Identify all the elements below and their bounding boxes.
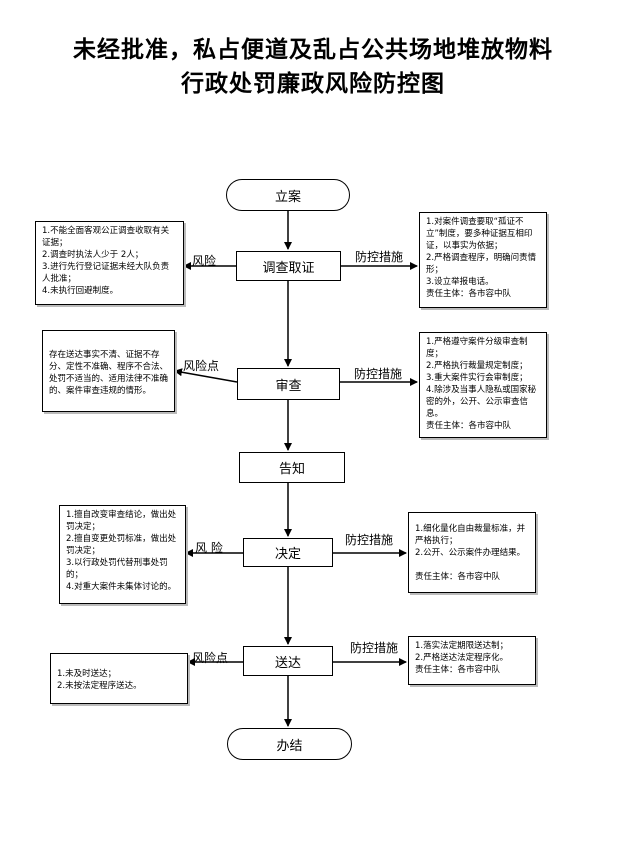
step-investigate: 调查取证	[236, 251, 341, 281]
label-control-decide: 防控措施	[345, 533, 394, 547]
label-risk-review: 风险点	[183, 359, 220, 373]
step-notify: 告知	[239, 452, 345, 483]
label-risk-decide: 风 险	[195, 541, 223, 555]
control-note-investigate: 1.对案件调查要取“孤证不立”制度，要多种证据互相印证，以事实为依据； 2.严格…	[419, 212, 547, 308]
step-start: 立案	[226, 179, 350, 211]
step-end: 办结	[227, 728, 352, 760]
label-control-deliver: 防控措施	[350, 641, 399, 655]
step-review: 审查	[237, 368, 340, 400]
step-decide: 决定	[243, 538, 333, 567]
control-note-decide: 1.细化量化自由裁量标准，并严格执行； 2.公开、公示案件办理结果。 责任主体：…	[408, 512, 536, 593]
risk-note-investigate: 1.不能全面客观公正调查收取有关证据； 2.调查时执法人少于 2人； 3.进行先…	[35, 221, 184, 305]
risk-note-review: 存在送达事实不清、证据不存分、定性不准确、程序不合法、处罚不适当的、适用法律不准…	[42, 330, 175, 412]
label-risk-investigate: 风险	[192, 254, 217, 268]
title-line-2: 行政处罚廉政风险防控图	[181, 71, 445, 97]
risk-note-deliver: 1.未及时送达； 2.未按法定程序送达。	[50, 653, 188, 704]
step-deliver: 送达	[243, 646, 333, 676]
title-line-1: 未经批准，私占便道及乱占公共场地堆放物料	[73, 37, 553, 63]
control-note-deliver: 1.落实法定期限送达制； 2.严格送达法定程序化。 责任主体：各市容中队	[408, 636, 536, 685]
control-note-review: 1.严格遵守案件分级审查制度； 2.严格执行裁量规定制度； 3.重大案件实行会审…	[419, 332, 547, 438]
label-control-review: 防控措施	[354, 367, 403, 381]
label-control-investigate: 防控措施	[355, 250, 404, 264]
arrow-risk-review	[174, 368, 238, 383]
label-risk-deliver: 风险点	[192, 651, 229, 665]
risk-note-decide: 1.擅自改变审查结论，做出处罚决定； 2.擅自变更处罚标准，做出处罚决定； 3.…	[59, 505, 186, 604]
